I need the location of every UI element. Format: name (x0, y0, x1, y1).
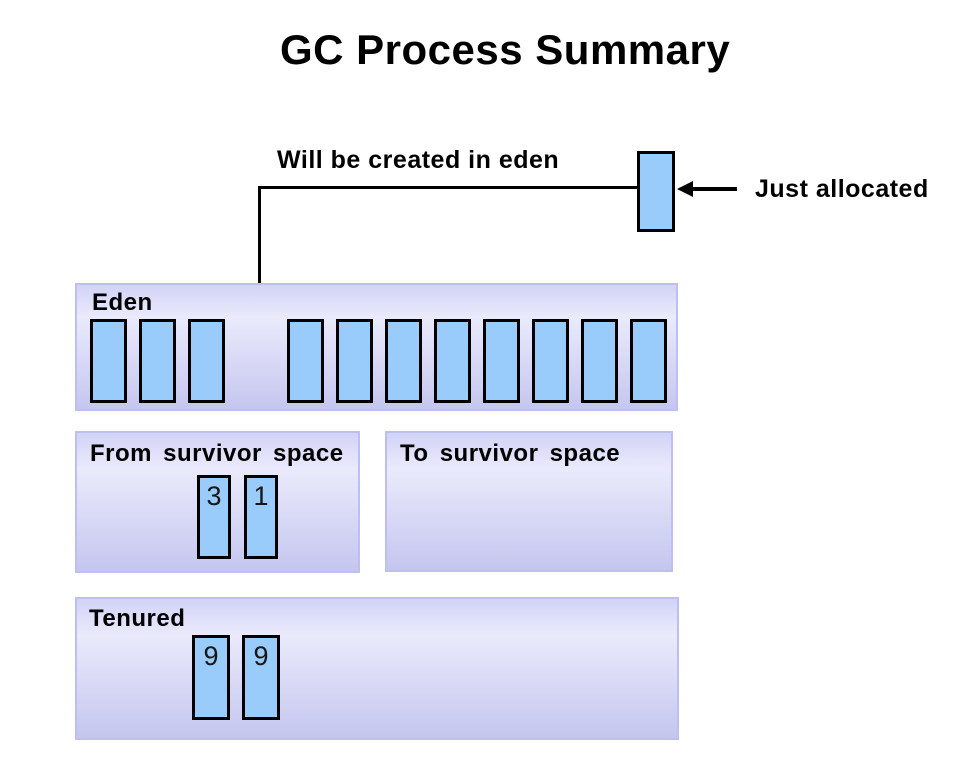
eden-objects-group-2 (287, 319, 667, 403)
memory-object: 9 (192, 635, 230, 720)
memory-object (336, 319, 373, 403)
memory-object (139, 319, 176, 403)
connector-vertical-line (258, 186, 261, 338)
eden-label: Eden (92, 289, 153, 316)
memory-object (483, 319, 520, 403)
memory-object (630, 319, 667, 403)
to-survivor-label: To survivor space (400, 440, 621, 467)
just-allocated-object (637, 151, 675, 232)
eden-region: Eden (75, 283, 678, 411)
memory-object (385, 319, 422, 403)
connector-horizontal-line (259, 186, 637, 189)
object-age-label: 9 (253, 641, 269, 671)
eden-objects-group-1 (90, 319, 225, 403)
object-age-label: 3 (206, 481, 222, 511)
just-allocated-arrow-line (690, 187, 737, 191)
memory-object: 9 (242, 635, 280, 720)
annotation-just-allocated: Just allocated (755, 175, 929, 203)
to-survivor-region: To survivor space (385, 431, 673, 572)
arrowhead-left-icon (677, 181, 693, 197)
memory-object: 1 (244, 475, 278, 559)
memory-object: 3 (197, 475, 231, 559)
page-title: GC Process Summary (280, 26, 731, 73)
memory-object (90, 319, 127, 403)
object-age-label: 1 (253, 481, 269, 511)
memory-object (581, 319, 618, 403)
annotation-will-be-created-in-eden: Will be created in eden (277, 146, 560, 174)
object-age-label: 9 (203, 641, 219, 671)
memory-object (532, 319, 569, 403)
memory-object (287, 319, 324, 403)
memory-object (434, 319, 471, 403)
tenured-label: Tenured (89, 605, 186, 632)
memory-object (188, 319, 225, 403)
from-survivor-label: From survivor space (90, 440, 344, 467)
